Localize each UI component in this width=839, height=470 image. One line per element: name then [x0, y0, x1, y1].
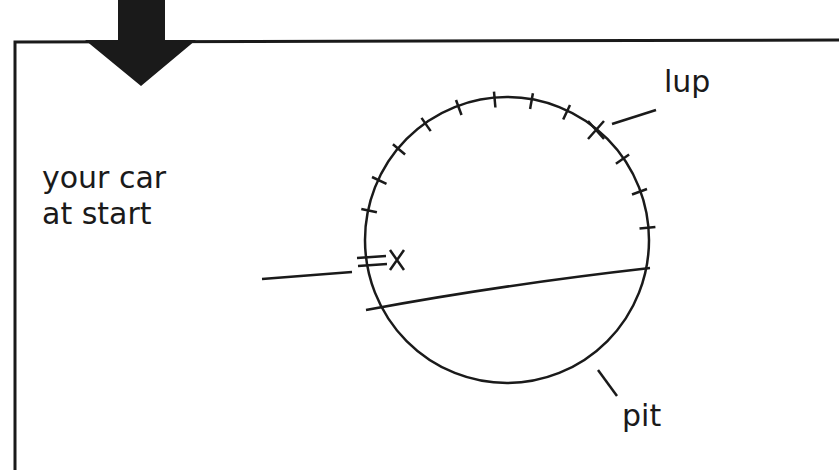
- lap-label: lup: [664, 64, 710, 100]
- start-cross: [357, 250, 404, 270]
- tick-mark: [563, 105, 570, 120]
- tick-mark: [361, 209, 377, 212]
- tick-mark: [616, 155, 629, 164]
- tick-mark: [372, 177, 387, 184]
- lap-cross: [588, 121, 604, 139]
- down-arrow: [85, 0, 196, 86]
- leader-line: [262, 272, 352, 279]
- track-circle: [365, 97, 649, 383]
- tick-marks: [361, 92, 655, 229]
- leader-line: [612, 110, 656, 124]
- tick-mark: [494, 92, 495, 108]
- start-label: your car at start: [42, 160, 192, 232]
- track-chord: [366, 268, 650, 310]
- tick-mark: [530, 93, 533, 109]
- tick-mark: [456, 100, 462, 115]
- tick-mark: [393, 144, 405, 154]
- leader-line: [598, 370, 617, 396]
- tick-mark: [640, 227, 656, 228]
- pit-label: pit: [622, 398, 661, 434]
- frame-border: [15, 40, 839, 470]
- tick-mark: [632, 189, 647, 195]
- tick-mark: [422, 118, 431, 131]
